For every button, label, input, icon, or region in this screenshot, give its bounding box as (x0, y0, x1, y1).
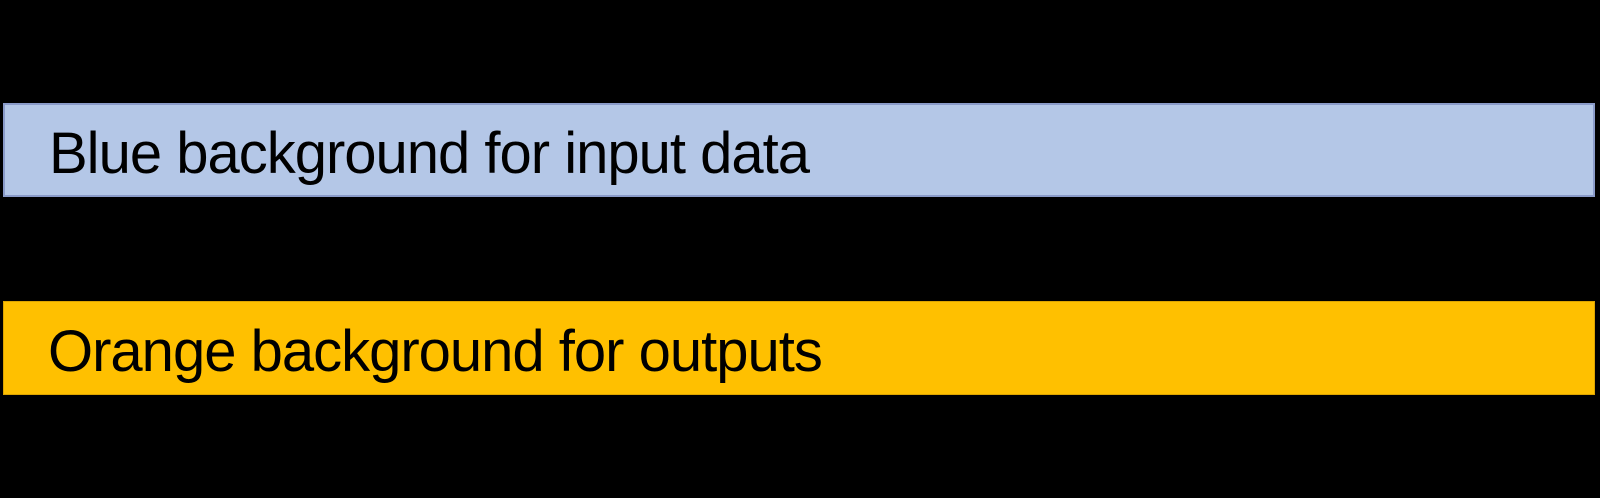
input-data-legend-bar: Blue background for input data (3, 103, 1595, 197)
outputs-legend-label: Orange background for outputs (48, 319, 823, 384)
outputs-legend-bar: Orange background for outputs (3, 301, 1595, 395)
input-data-legend-label: Blue background for input data (49, 121, 810, 186)
